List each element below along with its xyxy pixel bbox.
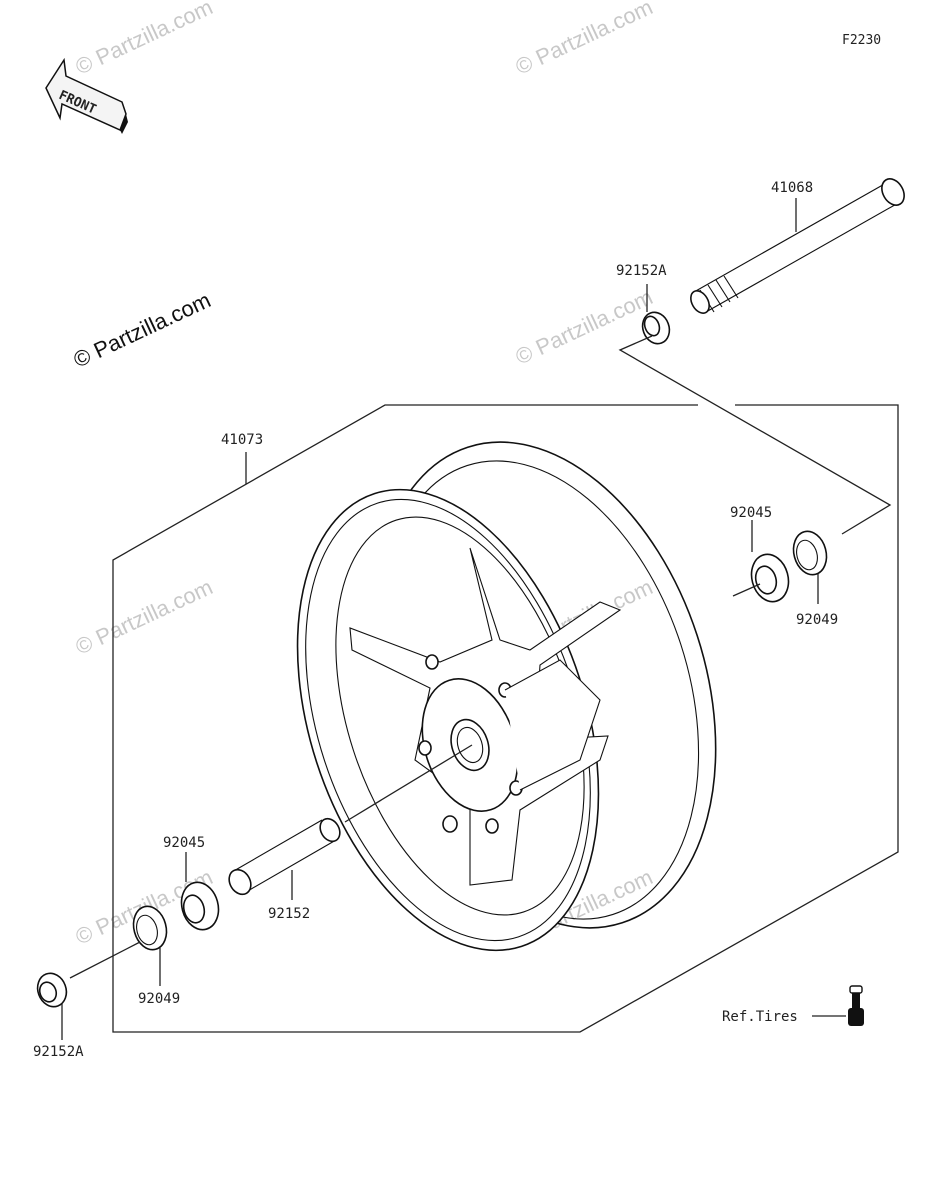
label-bearing-right: 92045 (730, 505, 772, 521)
collar-lower (36, 972, 68, 1008)
diagram-code: F2230 (842, 33, 881, 48)
collar-upper (641, 311, 671, 345)
label-axle: 41068 (771, 180, 813, 196)
seal-left (132, 905, 168, 951)
label-bearing-left: 92045 (163, 835, 205, 851)
axle-centerline-right (732, 583, 761, 597)
label-collar-upper: 92152A (616, 263, 667, 279)
watermark-3: © Partzilla.com (512, 284, 657, 369)
watermark-1: © Partzilla.com (72, 0, 217, 80)
wheel (296, 441, 717, 952)
seal-right (792, 530, 828, 576)
axle (690, 178, 905, 314)
label-seal-left: 92049 (138, 991, 180, 1007)
label-wheel: 41073 (221, 432, 263, 448)
watermark-2: © Partzilla.com (512, 0, 657, 80)
watermark-4: © Partzilla.com (72, 574, 217, 659)
bearing-left (180, 881, 220, 931)
axle-centerline-lower (69, 941, 141, 979)
valve-icon (848, 985, 864, 1026)
spacer (228, 817, 341, 896)
watermark-main: © Partzilla.com (70, 287, 215, 372)
axle-centerline-upper (618, 335, 892, 535)
label-valve: Ref.Tires (722, 1009, 798, 1025)
label-collar-lower: 92152A (33, 1044, 84, 1060)
label-spacer: 92152 (268, 906, 310, 922)
assembly-outline (112, 404, 899, 1033)
label-seal-right: 92049 (796, 612, 838, 628)
axle-centerline-hub (344, 744, 473, 823)
bearing-right (750, 553, 790, 603)
